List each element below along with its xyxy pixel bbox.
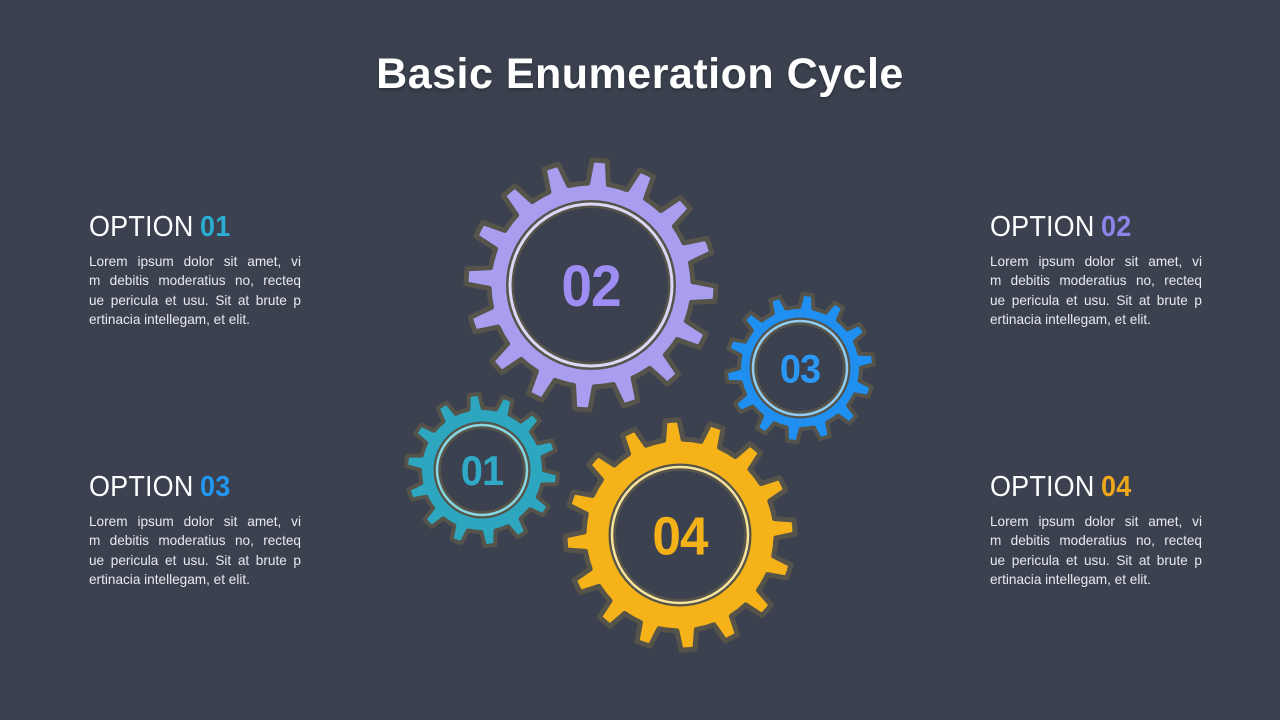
body-line: m debitis moderatius no, recteq [990, 273, 1202, 289]
gear-center [616, 471, 744, 599]
body-line: ertinacia intellegam, et elit. [89, 312, 250, 328]
gear-number-label: 01 [461, 447, 504, 494]
gear-03: 03 [724, 292, 876, 444]
body-line: ue pericula et usu. Sit at brute p [89, 552, 301, 568]
body-line: ertinacia intellegam, et elit. [990, 312, 1151, 328]
option-body-02: Lorem ipsum dolor sit amet, vi m debitis… [990, 252, 1202, 330]
option-body-04: Lorem ipsum dolor sit amet, vi m debitis… [990, 512, 1202, 590]
gear-number-label: 02 [561, 254, 620, 319]
gear-inner-ring [751, 319, 849, 417]
body-line: Lorem ipsum dolor sit amet, vi [89, 514, 301, 529]
gear-center [757, 325, 843, 411]
gear-center [441, 429, 523, 511]
gear-inner-ring [610, 465, 750, 605]
body-line: m debitis moderatius no, recteq [89, 533, 301, 549]
gear-number-label: 03 [780, 348, 821, 392]
slide-title: Basic Enumeration Cycle [376, 50, 904, 98]
option-label: OPTION [990, 471, 1095, 503]
gear-02: 02 [463, 157, 719, 413]
option-number: 02 [1101, 211, 1132, 243]
body-line: m debitis moderatius no, recteq [89, 273, 301, 289]
option-label: OPTION [89, 211, 194, 243]
gear-04: 04 [562, 417, 798, 653]
body-line: Lorem ipsum dolor sit amet, vi [990, 514, 1202, 529]
option-number: 03 [200, 471, 231, 503]
option-number: 04 [1101, 471, 1132, 503]
option-body-03: Lorem ipsum dolor sit amet, vi m debitis… [89, 512, 301, 590]
body-line: Lorem ipsum dolor sit amet, vi [89, 254, 301, 269]
gear-01: 01 [404, 392, 560, 548]
option-number: 01 [200, 211, 231, 243]
body-line: ertinacia intellegam, et elit. [990, 572, 1151, 588]
gear-inner-ring [508, 202, 674, 368]
body-line: ue pericula et usu. Sit at brute p [89, 292, 301, 308]
gear-center [514, 208, 668, 362]
gear-inner-ring [435, 423, 529, 517]
body-line: Lorem ipsum dolor sit amet, vi [990, 254, 1202, 269]
body-line: ue pericula et usu. Sit at brute p [990, 552, 1202, 568]
body-line: ertinacia intellegam, et elit. [89, 572, 250, 588]
body-line: m debitis moderatius no, recteq [990, 533, 1202, 549]
option-label: OPTION [89, 471, 194, 503]
option-label: OPTION [990, 211, 1095, 243]
gear-number-label: 04 [652, 506, 708, 566]
body-line: ue pericula et usu. Sit at brute p [990, 292, 1202, 308]
option-body-01: Lorem ipsum dolor sit amet, vi m debitis… [89, 252, 301, 330]
